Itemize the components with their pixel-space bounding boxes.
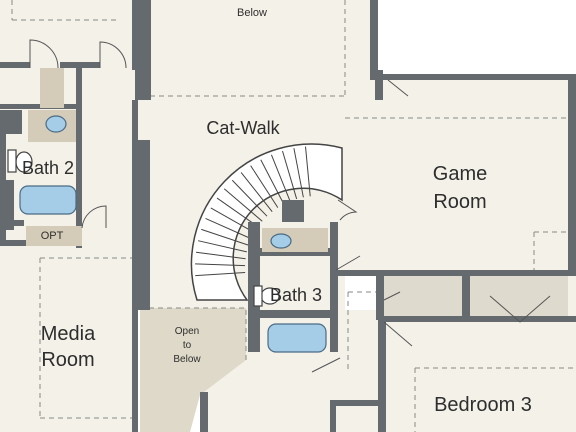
stair-tread bbox=[293, 148, 304, 198]
label-open-line3: Below bbox=[173, 354, 201, 365]
room-labels: Below Cat-Walk Game Room Bath 2 OPT Bath… bbox=[22, 7, 532, 416]
label-opt: OPT bbox=[41, 230, 64, 242]
stair-tread bbox=[240, 172, 273, 212]
label-open-line1: Open bbox=[175, 326, 199, 337]
stair-tread bbox=[305, 146, 311, 197]
sink-icon bbox=[45, 115, 67, 133]
stair-tread bbox=[282, 150, 298, 200]
bathtub-icon bbox=[267, 323, 327, 353]
sink-icon bbox=[270, 233, 292, 249]
label-media-line2: Room bbox=[41, 349, 94, 371]
open-to-below-area bbox=[140, 308, 246, 432]
stair-tread bbox=[216, 197, 259, 228]
label-media-line1: Media bbox=[41, 323, 96, 345]
stair-tread bbox=[270, 154, 291, 202]
label-cat-walk: Cat-Walk bbox=[206, 118, 280, 138]
stair-tread bbox=[195, 251, 246, 260]
label-open-line2: to bbox=[183, 340, 192, 351]
door-swings bbox=[29, 39, 551, 373]
stair-tread bbox=[210, 207, 255, 234]
staircase bbox=[190, 143, 343, 301]
bathtub-icon bbox=[19, 185, 77, 215]
label-bath-2: Bath 2 bbox=[22, 158, 74, 178]
stair-tread bbox=[223, 188, 263, 222]
label-bedroom-3: Bedroom 3 bbox=[434, 394, 532, 416]
stair-tread bbox=[205, 217, 252, 240]
stair-tread bbox=[195, 272, 246, 277]
label-game-room-line2: Room bbox=[433, 191, 486, 213]
stair-tread bbox=[231, 179, 268, 217]
stair-tread bbox=[201, 228, 249, 246]
stair-tread bbox=[195, 263, 246, 267]
stair-tread bbox=[260, 159, 285, 205]
label-game-room-line1: Game bbox=[433, 163, 487, 185]
label-below-top: Below bbox=[237, 7, 267, 19]
label-bath-3: Bath 3 bbox=[270, 285, 322, 305]
stair-tread bbox=[250, 165, 279, 208]
stair-tread bbox=[197, 240, 247, 253]
dashed-lines bbox=[11, 0, 576, 432]
fixtures bbox=[7, 115, 327, 353]
